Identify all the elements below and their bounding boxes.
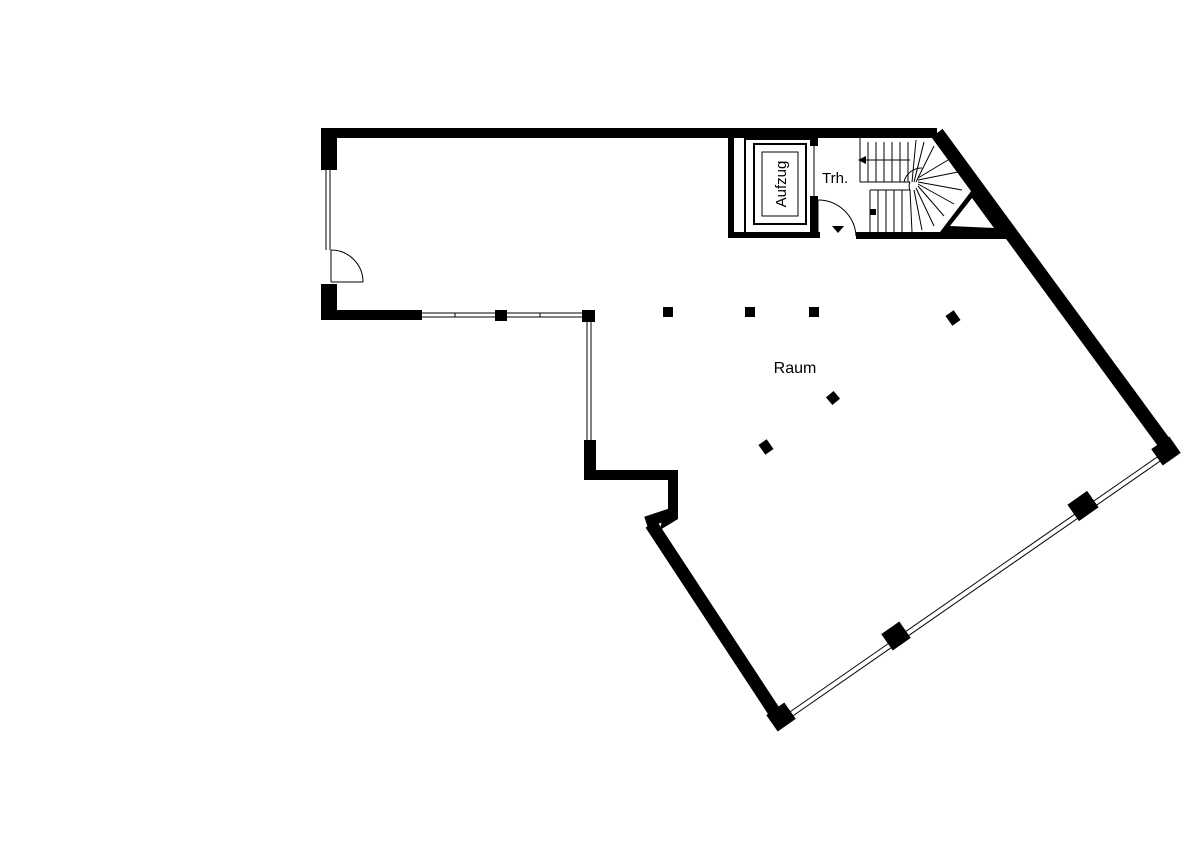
notch-connector bbox=[644, 506, 678, 528]
stair-flight-upper bbox=[859, 138, 935, 183]
interior-columns bbox=[663, 307, 961, 455]
elevator-shaft bbox=[728, 138, 820, 238]
right-diagonal-wall bbox=[931, 128, 1174, 453]
column bbox=[758, 439, 774, 455]
glazing-post bbox=[495, 310, 507, 321]
room-label: Raum bbox=[774, 360, 817, 377]
left-door-swing bbox=[330, 249, 364, 283]
elevator-cabin bbox=[753, 143, 807, 225]
left-window bbox=[325, 170, 364, 283]
facade-columns bbox=[766, 436, 1181, 732]
lower-left-wall bbox=[321, 310, 422, 320]
stair-door-arrow bbox=[832, 226, 844, 233]
top-wall bbox=[321, 128, 937, 138]
column bbox=[809, 307, 819, 317]
facade-column bbox=[766, 702, 796, 732]
elevator-label: Aufzug bbox=[773, 161, 790, 208]
vertical-glazing bbox=[586, 322, 592, 440]
notch-wall bbox=[584, 440, 678, 530]
column bbox=[825, 390, 841, 406]
lower-diagonal-wall bbox=[645, 520, 787, 726]
stair-door-swing bbox=[817, 199, 857, 237]
facade-glazing bbox=[783, 452, 1167, 721]
outer-walls bbox=[321, 128, 937, 530]
corner-column bbox=[582, 310, 595, 322]
column bbox=[745, 307, 755, 317]
facade-column bbox=[881, 621, 911, 651]
column bbox=[663, 307, 673, 317]
column bbox=[945, 310, 961, 326]
stairwell-label: Trh. bbox=[822, 170, 848, 187]
stairwell bbox=[817, 138, 1006, 239]
diagonal-walls bbox=[644, 128, 1174, 726]
horizontal-glazing bbox=[422, 310, 595, 322]
facade-column bbox=[1067, 490, 1099, 522]
left-wall-upper bbox=[321, 128, 337, 170]
facade-column bbox=[1151, 436, 1181, 466]
